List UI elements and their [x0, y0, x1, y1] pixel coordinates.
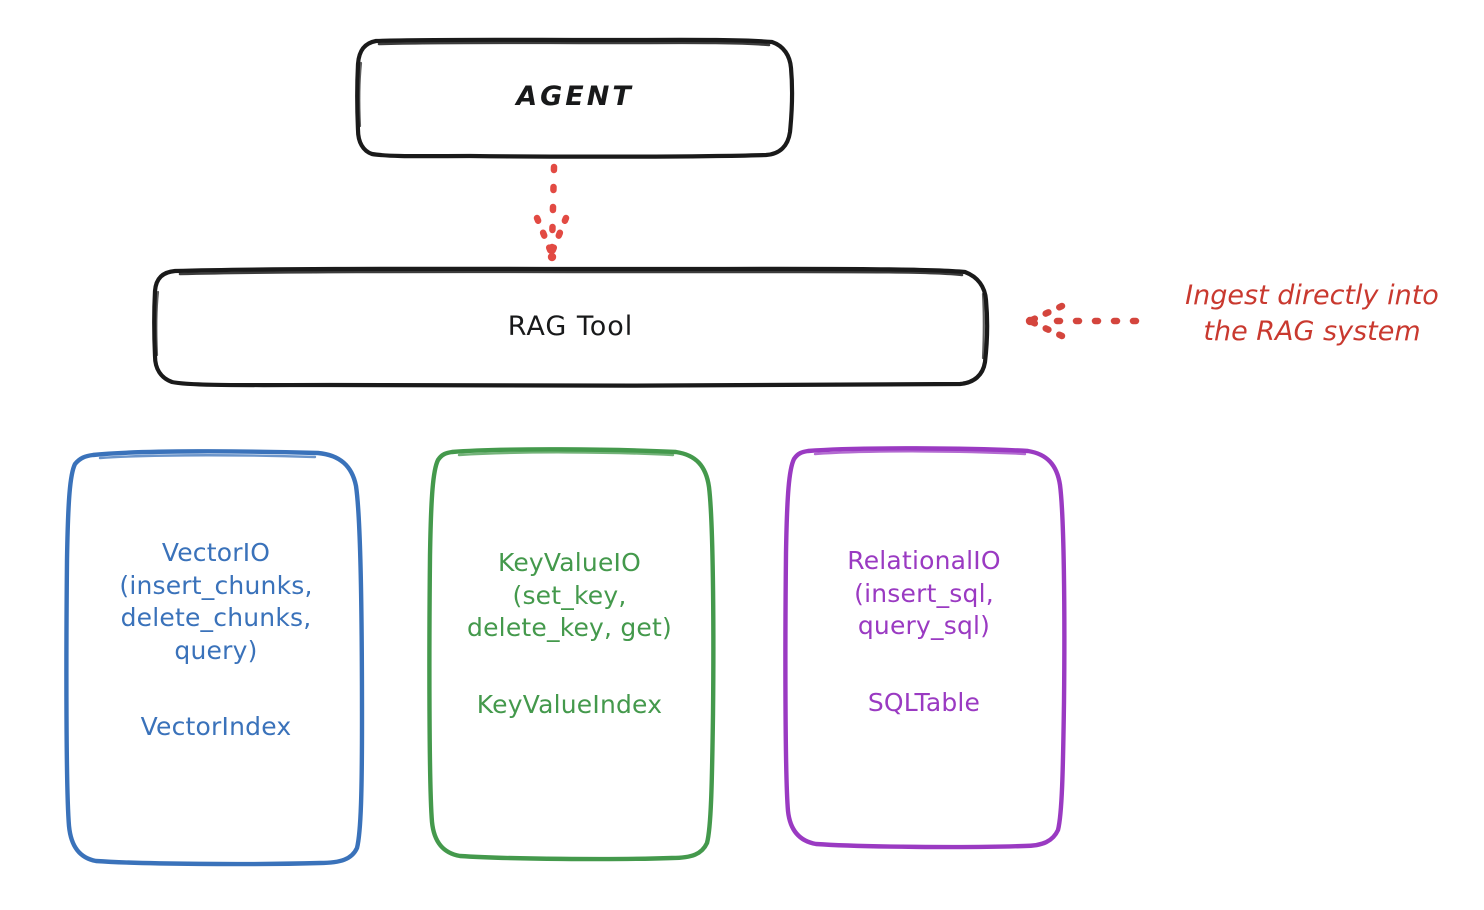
- vector-index-label: VectorIndex: [140, 712, 292, 741]
- node-agent[interactable]: AGENT: [357, 39, 793, 156]
- node-relational-io[interactable]: RelationalIO (insert_sql, query_sql) SQL…: [784, 447, 1064, 849]
- vector-io-api-label: VectorIO (insert_chunks, delete_chunks, …: [119, 538, 313, 665]
- key-value-io-api-label: KeyValueIO (set_key, delete_key, get): [467, 548, 672, 642]
- node-vector-io[interactable]: VectorIO (insert_chunks, delete_chunks, …: [67, 449, 365, 863]
- node-agent-label: AGENT: [516, 81, 634, 113]
- node-rag-tool[interactable]: RAG Tool: [154, 269, 987, 385]
- ingest-annotation-arrow: [1025, 302, 1140, 340]
- ingest-annotation-text: Ingest directly into the RAG system: [1185, 280, 1439, 347]
- relational-io-api-label: RelationalIO (insert_sql, query_sql): [847, 546, 1001, 640]
- node-key-value-io[interactable]: KeyValueIO (set_key, delete_key, get) Ke…: [427, 447, 712, 859]
- agent-to-rag-tool-arrow: [533, 163, 570, 262]
- sql-table-label: SQLTable: [867, 687, 981, 717]
- node-rag-tool-label: RAG Tool: [507, 310, 634, 342]
- key-value-index-label: KeyValueIndex: [476, 689, 663, 719]
